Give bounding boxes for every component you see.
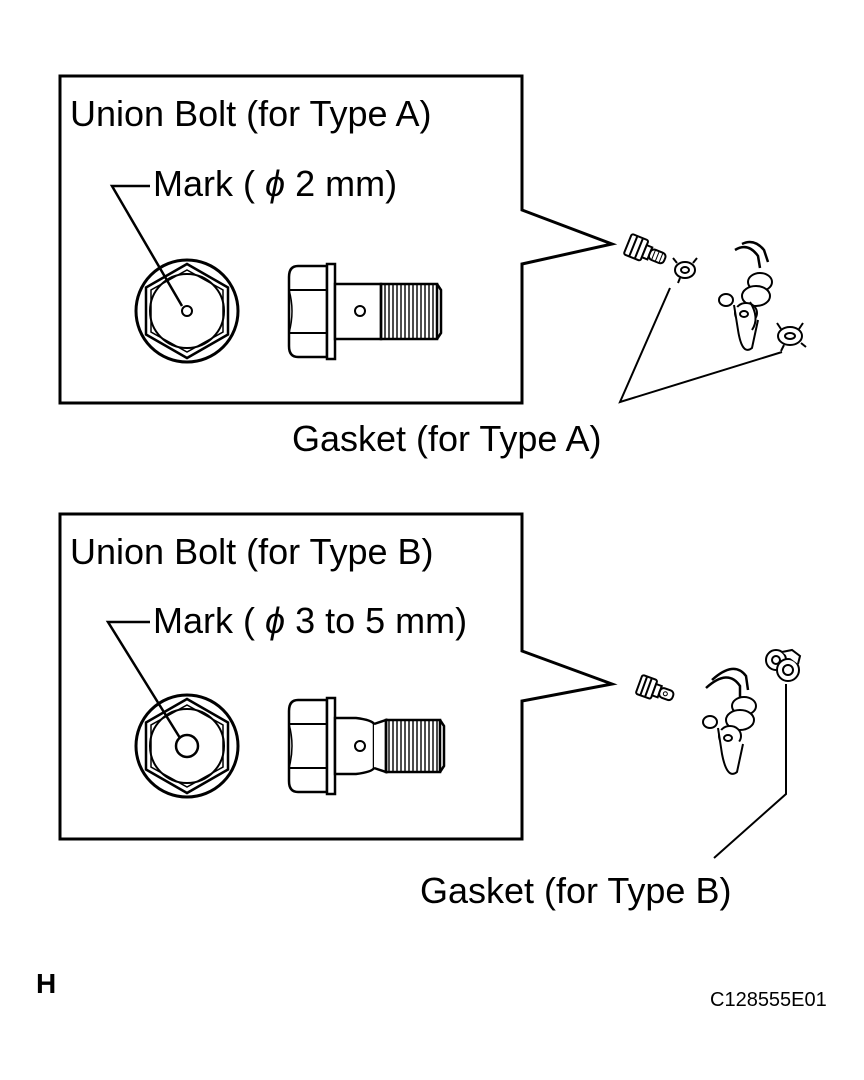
gasket-a-label: Gasket (for Type A) — [292, 418, 602, 459]
phi-symbol-a: ϕ — [265, 163, 286, 204]
bolt-b-end-view — [134, 693, 240, 799]
mark-b-size: 3 to 5 mm) — [295, 600, 468, 641]
assembly-b-illustration — [635, 648, 802, 775]
bolt-a-side-view — [287, 262, 443, 361]
gasket-a-leaders — [618, 287, 783, 404]
corner-letter: H — [36, 968, 57, 999]
mark-b-leader — [105, 620, 182, 739]
bolt-b-side-view — [287, 696, 446, 796]
mark-a-leader — [109, 184, 184, 307]
figure-code: C128555E01 — [710, 989, 827, 1011]
mark-b-prefix: Mark ( — [153, 600, 255, 641]
mark-a-prefix: Mark ( — [153, 163, 255, 204]
panel-b-callout — [58, 512, 618, 841]
bolt-a-end-view — [134, 258, 240, 364]
panel-a-title: Union Bolt (for Type A) — [70, 93, 432, 134]
mark-a-size: 2 mm) — [295, 163, 398, 204]
phi-symbol-b: ϕ — [265, 600, 286, 641]
assembly-a-illustration — [623, 233, 807, 352]
mark-b-label: Mark ( ϕ 3 to 5 mm) — [153, 603, 467, 639]
panel-a-callout — [58, 74, 618, 405]
panel-b-title: Union Bolt (for Type B) — [70, 531, 434, 572]
gasket-b-leader — [713, 684, 787, 859]
gasket-b-label: Gasket (for Type B) — [420, 870, 732, 911]
mark-a-label: Mark ( ϕ 2 mm) — [153, 166, 397, 202]
